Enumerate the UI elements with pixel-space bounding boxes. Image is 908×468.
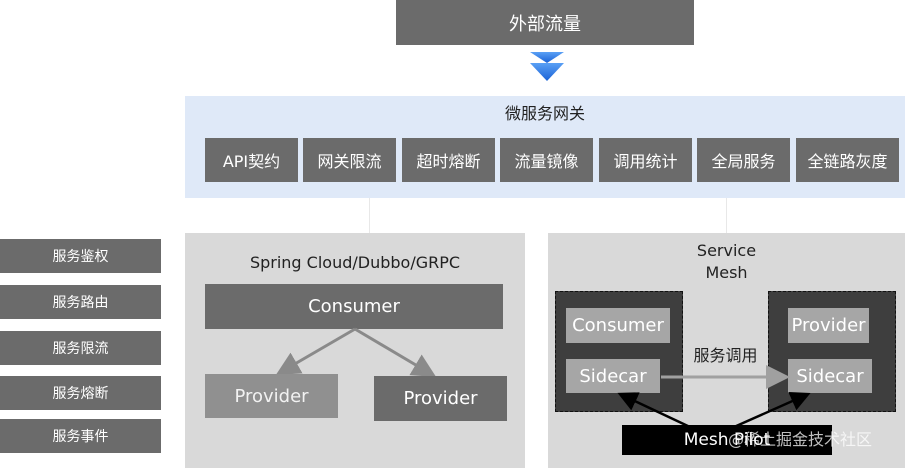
connector-line-left (369, 198, 370, 233)
gateway-feature-full-link-gray: 全链路灰度 (796, 138, 899, 182)
gateway-feature-api-contract: API契约 (205, 138, 298, 182)
down-arrow-icon (530, 52, 564, 81)
spring-provider-right: Provider (374, 376, 507, 421)
service-mesh-title-line1: Service (696, 240, 757, 260)
connector-line-right (726, 198, 727, 233)
gateway-feature-traffic-mirror: 流量镜像 (500, 138, 593, 182)
mesh-sidecar-right: Sidecar (788, 359, 872, 393)
gateway-feature-rate-limit: 网关限流 (303, 138, 396, 182)
side-item-rate-limit: 服务限流 (0, 331, 161, 365)
gateway-feature-timeout-breaker: 超时熔断 (402, 138, 495, 182)
side-item-events: 服务事件 (0, 419, 161, 453)
microservice-gateway: 微服务网关 API契约 网关限流 超时熔断 流量镜像 调用统计 全局服务 全链路… (185, 96, 905, 198)
gateway-feature-call-stats: 调用统计 (599, 138, 692, 182)
gateway-title: 微服务网关 (504, 104, 585, 123)
spring-consumer-box: Consumer (205, 284, 503, 329)
side-item-auth: 服务鉴权 (0, 239, 161, 273)
service-mesh-title-line2: Mesh (705, 262, 748, 282)
spring-cloud-panel (185, 233, 525, 468)
mesh-sidecar-left: Sidecar (566, 359, 660, 393)
spring-call-arrows (275, 327, 437, 378)
side-item-routing: 服务路由 (0, 285, 161, 319)
spring-cloud-title: Spring Cloud/Dubbo/GRPC (249, 252, 461, 272)
watermark: @稀土掘金技术社区 (728, 430, 873, 449)
mesh-consumer-box: Consumer (566, 308, 670, 343)
spring-provider-left: Provider (205, 374, 338, 418)
mesh-arrows (617, 365, 811, 429)
external-traffic-box: 外部流量 (396, 0, 694, 45)
side-item-circuit-breaker: 服务熔断 (0, 376, 161, 410)
mesh-pilot-box: Mesh Pilot (622, 425, 832, 455)
gateway-feature-global-service: 全局服务 (697, 138, 790, 182)
mesh-provider-box: Provider (788, 308, 869, 343)
service-call-label: 服务调用 (693, 346, 758, 365)
